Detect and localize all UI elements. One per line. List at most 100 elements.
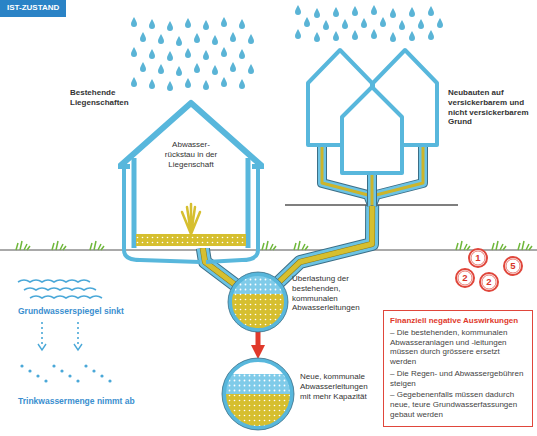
grass-tuft xyxy=(456,241,470,250)
pipeS-shape xyxy=(228,272,288,332)
house-outline xyxy=(342,87,402,173)
pipe-core xyxy=(203,248,235,285)
water-fill xyxy=(222,374,294,394)
water-drop-dot xyxy=(68,374,71,377)
rain-drop xyxy=(203,80,209,90)
sewage-pool xyxy=(136,234,246,246)
coin-number: 2 xyxy=(479,272,499,292)
house-wall xyxy=(134,158,248,248)
rain-drop xyxy=(371,29,377,39)
rain-drop xyxy=(342,19,348,29)
rain-drop xyxy=(314,32,320,42)
pipe-ring xyxy=(230,274,286,330)
node-label: Überlastung der bestehenden, kommunalen … xyxy=(292,274,380,313)
grass-tuft xyxy=(90,241,104,250)
rain-drop xyxy=(131,17,137,27)
rain-drop xyxy=(203,50,209,60)
pipe-core-outline xyxy=(279,205,372,282)
rain-drop xyxy=(230,32,236,42)
rain-drop xyxy=(203,20,209,30)
sewage-splash xyxy=(182,204,200,234)
rain-drop xyxy=(295,5,301,15)
rain-drop xyxy=(333,31,339,41)
pipeL-shape xyxy=(222,358,294,430)
sewer-pipe xyxy=(279,205,372,282)
coin: 5 xyxy=(503,256,523,276)
title-tab: IST-ZUSTAND xyxy=(0,0,66,17)
pipe xyxy=(368,173,376,205)
rain-drop xyxy=(380,17,386,27)
node-label: Neue, kommunale Abwasserleitungen mit me… xyxy=(300,372,380,401)
coin-number: 1 xyxy=(468,248,488,268)
rain-drop xyxy=(248,64,254,74)
coin-ring xyxy=(480,273,498,291)
rain-drop xyxy=(352,30,358,40)
note-label: Trinkwassermenge nimmt ab xyxy=(18,396,148,406)
water-drop-dot xyxy=(60,369,63,372)
house1-shape xyxy=(120,100,262,248)
coin: 2 xyxy=(455,268,475,288)
rain-drop xyxy=(212,65,218,75)
groundwater-wave xyxy=(24,288,96,290)
grass-tuft xyxy=(492,241,506,250)
grass-tuft xyxy=(518,241,532,250)
rain-drop xyxy=(314,8,320,18)
rain-drop xyxy=(361,18,367,28)
rain-drop xyxy=(437,18,443,28)
rain-drop xyxy=(428,30,434,40)
houses-shape xyxy=(300,45,445,205)
water-drop-dot xyxy=(44,379,47,382)
pipe-core-outline xyxy=(203,248,235,285)
rain-drop xyxy=(140,32,146,42)
grass-tuft xyxy=(16,241,30,250)
pipe-outline xyxy=(203,248,235,285)
rain-drop xyxy=(418,19,424,29)
rain-drop xyxy=(185,78,191,88)
rain-drop xyxy=(221,17,227,27)
rain-drop xyxy=(333,7,339,17)
rain-drop xyxy=(323,20,329,30)
rain-drop xyxy=(390,8,396,18)
coin-ring xyxy=(456,269,474,287)
grass-tuft xyxy=(294,241,308,250)
coin-ring xyxy=(469,249,487,267)
grass-tuft xyxy=(262,241,276,250)
coin: 2 xyxy=(479,272,499,292)
water-drop-dot xyxy=(20,364,23,367)
new-houses: Neubauten auf versickerbarem und nicht v… xyxy=(300,45,445,205)
pipe-section-large: Neue, kommunale Abwasserleitungen mit me… xyxy=(222,358,294,430)
pipe xyxy=(203,248,235,285)
dotted-arrow xyxy=(77,322,79,344)
rain-drop xyxy=(212,35,218,45)
coin-number: 5 xyxy=(503,256,523,276)
water-drop-dot xyxy=(84,364,87,367)
rain-drop xyxy=(221,77,227,87)
rain-drop xyxy=(409,31,415,41)
water-drop-dot xyxy=(76,379,79,382)
flow-arrow xyxy=(258,331,259,345)
rain-drop xyxy=(221,47,227,57)
water-drop-dot xyxy=(36,374,39,377)
node-label: Bestehende Liegenschaften xyxy=(70,88,138,108)
rain-drop xyxy=(149,79,155,89)
water-drop-dot xyxy=(28,369,31,372)
dotted-arrow-head xyxy=(38,344,46,350)
groundwater-wave xyxy=(30,296,102,298)
rain-drop xyxy=(295,29,301,39)
pipe-fill xyxy=(228,272,288,334)
coin-number: 2 xyxy=(455,268,475,288)
rain-drop xyxy=(352,6,358,16)
coin: 1 xyxy=(468,248,488,268)
rain-drop xyxy=(409,7,415,17)
rain-drop xyxy=(248,34,254,44)
pipe-core xyxy=(371,173,374,205)
rain-drop xyxy=(131,47,137,57)
rain-drop xyxy=(158,64,164,74)
pipe-outline xyxy=(279,205,372,282)
rain-drop xyxy=(304,17,310,27)
rain-drop xyxy=(158,34,164,44)
pipe-ring xyxy=(224,360,292,428)
rain-drop xyxy=(131,77,137,87)
rain-drop xyxy=(230,62,236,72)
